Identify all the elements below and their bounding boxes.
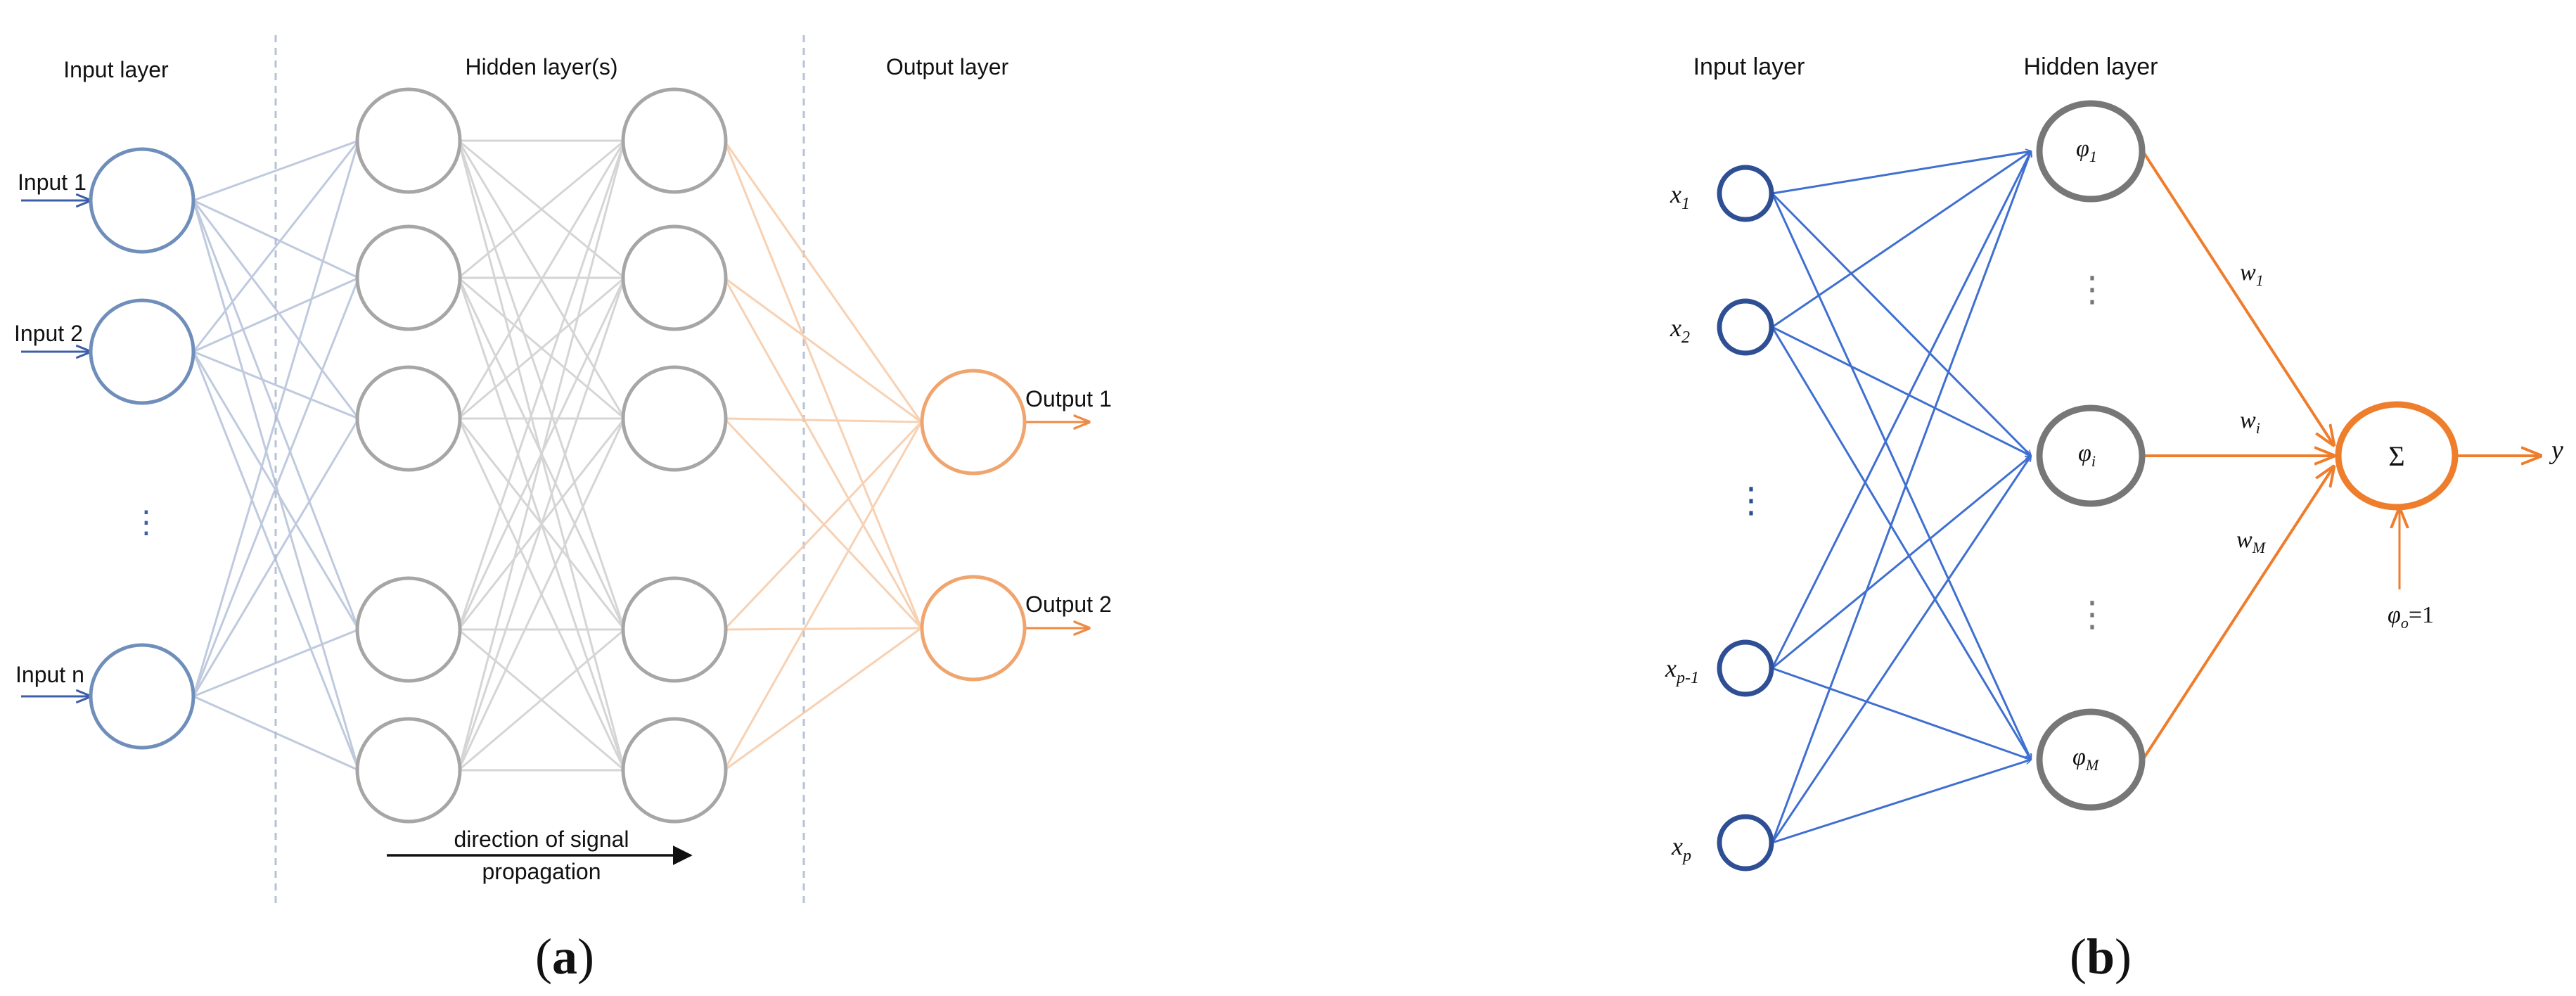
- input-node-1: [89, 147, 196, 254]
- b-input-label-p: xp: [1671, 832, 1691, 865]
- hidden1-node-3: [355, 365, 462, 472]
- b-input-ellipsis: ⋮: [1734, 480, 1769, 521]
- input-node-2: [89, 298, 196, 405]
- b-weight-1: w1: [2240, 260, 2264, 289]
- input-ellipsis: ⋮: [131, 504, 162, 540]
- b-hidden-node-m: [2036, 708, 2146, 811]
- hidden2-node-5: [621, 717, 728, 824]
- b-input-node-1: [1717, 165, 1774, 222]
- b-sum-symbol: Σ: [2388, 440, 2404, 472]
- panel-b: Input layer Hidden layer ⋮ x1 x2 xp-1 xp: [1665, 53, 2563, 985]
- edges-input-hidden: [192, 139, 360, 772]
- hidden1-node-5: [355, 717, 462, 824]
- b-input-label-p-1: xp-1: [1665, 654, 1699, 687]
- b-hidden-label-1: φ1: [2076, 136, 2097, 165]
- input-label-2: Input 2: [14, 321, 83, 346]
- hidden1-node-1: [355, 87, 462, 194]
- b-hidden-node-i: [2036, 404, 2146, 507]
- b-hidden-label-m: φM: [2072, 744, 2100, 774]
- hidden-layer-title: Hidden layer(s): [466, 54, 618, 79]
- edges-hidden-output: [723, 140, 923, 772]
- b-input-label-1: x1: [1670, 180, 1690, 213]
- hidden2-node-2: [621, 224, 728, 331]
- b-hidden-ellipsis-lower: ⋮: [2075, 594, 2110, 634]
- hidden1-node-4: [355, 576, 462, 683]
- b-hidden-label-i: φi: [2078, 440, 2096, 470]
- b-hidden-layer-title: Hidden layer: [2024, 53, 2158, 80]
- b-hidden-node-1: [2036, 100, 2146, 203]
- b-edges-input-hidden: [1771, 151, 2031, 844]
- input-layer-title: Input layer: [63, 57, 169, 82]
- caption-b: (b): [2070, 928, 2132, 985]
- b-input-layer-title: Input layer: [1693, 53, 1805, 80]
- b-input-node-2: [1717, 298, 1774, 356]
- output-label-1: Output 1: [1025, 386, 1112, 411]
- edges-hidden-hidden: [457, 139, 626, 772]
- hidden2-node-4: [621, 576, 728, 683]
- input-label-1: Input 1: [18, 170, 86, 195]
- output-label-2: Output 2: [1025, 592, 1112, 617]
- hidden1-node-2: [355, 224, 462, 331]
- b-hidden-ellipsis-upper: ⋮: [2075, 269, 2110, 309]
- b-input-label-2: x2: [1670, 314, 1690, 347]
- b-input-node-p-1: [1717, 639, 1774, 697]
- b-bias-label: φo=1: [2388, 602, 2434, 632]
- input-node-n: [89, 643, 196, 750]
- input-label-n: Input n: [15, 662, 84, 687]
- b-edges-hidden-output: [2141, 150, 2333, 761]
- output-node-2: [920, 575, 1027, 682]
- output-layer-title: Output layer: [886, 54, 1009, 79]
- caption-a: (a): [535, 928, 594, 985]
- b-input-node-p: [1717, 814, 1774, 872]
- panel-a: Input layer Hidden layer(s) Output layer: [14, 35, 1112, 985]
- hidden2-node-3: [621, 365, 728, 472]
- hidden2-node-1: [621, 87, 728, 194]
- output-node-1: [920, 369, 1027, 475]
- b-weight-i: wi: [2240, 407, 2260, 437]
- direction-label-line1: direction of signal: [454, 826, 629, 852]
- direction-label-line2: propagation: [482, 859, 601, 884]
- b-weight-m: wM: [2236, 527, 2267, 556]
- b-sum-node: [2335, 401, 2459, 511]
- b-output-label: y: [2549, 435, 2563, 465]
